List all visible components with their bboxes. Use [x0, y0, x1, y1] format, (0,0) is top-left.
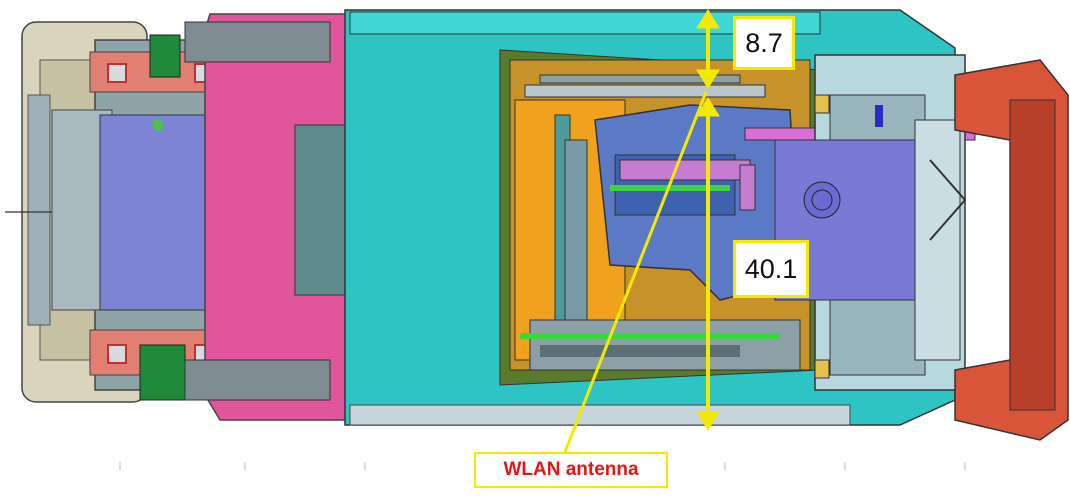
wlan-antenna-label: WLAN antenna — [474, 452, 668, 488]
dimension-arrowhead — [696, 69, 720, 89]
eyecup — [954, 59, 1069, 441]
dimension-arrowhead — [696, 9, 720, 29]
antenna-leader-line — [563, 91, 708, 453]
main-board — [520, 319, 801, 371]
dimension-annotations — [563, 9, 720, 453]
dimension-arrowhead — [696, 411, 720, 431]
grip-housing — [184, 13, 351, 421]
dimension-arrowhead — [696, 97, 720, 117]
viewfinder-housing — [774, 54, 967, 391]
dimension-height-label: 40.1 — [733, 240, 809, 298]
dimension-top-label: 8.7 — [733, 16, 795, 70]
